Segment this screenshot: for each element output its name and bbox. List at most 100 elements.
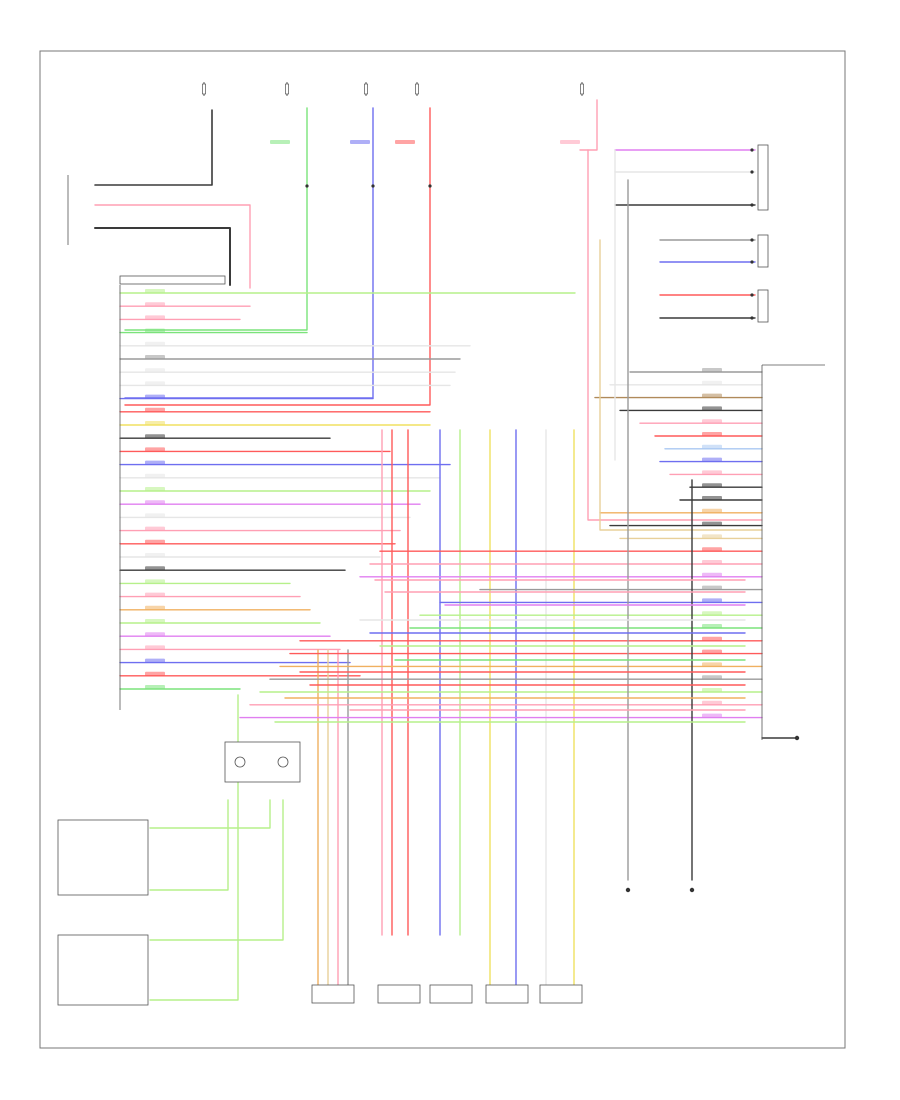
wire-color-tag xyxy=(145,355,165,359)
fuse-symbol xyxy=(580,83,584,95)
tilt-meter-connector xyxy=(311,984,355,1004)
wire-color-tag xyxy=(145,368,165,373)
wire-color-tag xyxy=(145,513,165,518)
wire-color-tag xyxy=(702,572,722,577)
wire-color-tag xyxy=(145,447,165,452)
speaker-terminal xyxy=(750,148,754,152)
wire-color-tag xyxy=(702,380,722,385)
wire-color-tag xyxy=(350,140,370,144)
right-component-box xyxy=(757,144,769,211)
wire-color-tag xyxy=(702,432,722,436)
wire-color-tag xyxy=(702,496,722,500)
inline-connector-dot xyxy=(305,184,309,188)
inline-connector-dot xyxy=(428,184,432,188)
wire-color-tag xyxy=(702,611,722,616)
ground-point xyxy=(625,887,631,893)
ground-feed-wire xyxy=(94,109,213,186)
right-remote-control-switch xyxy=(57,819,149,896)
wire-color-tag xyxy=(702,368,722,372)
fuse-symbol xyxy=(364,83,368,95)
wire-color-tag xyxy=(702,470,722,475)
wire-color-tag xyxy=(145,421,165,425)
wire-color-tag xyxy=(702,444,722,449)
wire-color-tag xyxy=(145,671,165,676)
speaker-connector xyxy=(429,984,473,1004)
speaker-terminal xyxy=(750,238,754,242)
wire-color-tag xyxy=(702,547,722,552)
wire-color-tag xyxy=(702,457,722,462)
ground-symbol xyxy=(794,735,800,741)
wire-harness xyxy=(94,99,796,1001)
wire-color-tag xyxy=(702,675,722,680)
speaker-terminal xyxy=(750,260,754,264)
wire-color-tag xyxy=(145,658,165,663)
right-vertical-pink xyxy=(587,149,763,521)
wire-color-tag xyxy=(702,560,722,564)
wire-color-tag xyxy=(145,592,165,597)
wire-color-tag xyxy=(702,585,722,590)
radio-connector-header xyxy=(119,275,226,285)
steering-wire-1 xyxy=(149,799,271,829)
components xyxy=(57,82,825,1006)
fuse-symbol xyxy=(415,83,419,95)
clock-spring-left xyxy=(234,756,246,768)
power-feed-green xyxy=(124,107,308,331)
wire-color-tag xyxy=(702,406,722,411)
wire-color-tag xyxy=(145,328,165,333)
wire-color-tag xyxy=(145,526,165,531)
speaker-terminal xyxy=(750,203,754,207)
wire-color-tag xyxy=(145,473,165,478)
wire-color-tag xyxy=(560,140,580,144)
wire-color-tag xyxy=(702,598,722,603)
clock-spring-right xyxy=(277,756,289,768)
wire-color-tag xyxy=(145,645,165,650)
wire-color-tag xyxy=(145,566,165,571)
wire-color-tag xyxy=(145,500,165,505)
wire-color-tag xyxy=(145,394,165,399)
fuse-symbol xyxy=(202,83,206,95)
speaker-connector xyxy=(539,984,583,1004)
wire-color-tag xyxy=(702,713,722,718)
wire-color-tag xyxy=(702,662,722,667)
antenna-wire-black xyxy=(94,227,231,286)
wire-color-tag xyxy=(702,508,722,513)
fuse-symbol xyxy=(285,83,289,95)
steering-wire-2 xyxy=(149,799,284,941)
power-feed-blue xyxy=(124,107,374,399)
wire-color-tag xyxy=(145,460,165,465)
wire-color-tag xyxy=(702,534,722,539)
wire-color-tag xyxy=(702,636,722,641)
wire-color-tag xyxy=(702,393,722,398)
wire-color-tag xyxy=(145,605,165,610)
wire-color-tag xyxy=(145,553,165,557)
wire-color-tag xyxy=(702,624,722,628)
wire-color-tag xyxy=(145,579,165,584)
wire-color-tag xyxy=(702,700,722,705)
wire-color-tag xyxy=(145,341,165,346)
wire-color-tag xyxy=(702,688,722,692)
right-vertical-tan xyxy=(599,239,763,531)
speaker-terminal xyxy=(750,316,754,320)
wire-color-tag xyxy=(145,685,165,689)
wire-color-tag xyxy=(145,632,165,637)
inline-connector-dot xyxy=(371,184,375,188)
wire-color-tag xyxy=(145,487,165,491)
wire-color-tag xyxy=(145,302,165,307)
wire-color-tag xyxy=(145,289,165,293)
steering-wire-3 xyxy=(149,694,239,1001)
ground-point xyxy=(689,887,695,893)
speaker-terminal xyxy=(750,170,754,174)
right-front-door-speaker xyxy=(757,289,769,323)
wire-color-tag xyxy=(145,407,165,412)
wire-color-tag xyxy=(702,483,722,488)
wire-color-tag xyxy=(702,419,722,424)
diagram-frame xyxy=(39,50,846,1049)
wire-color-tag xyxy=(145,539,165,544)
power-feed-pink xyxy=(579,99,598,151)
speaker-terminal xyxy=(750,293,754,297)
wire-color-tag xyxy=(395,140,415,144)
wire-color-tag xyxy=(145,619,165,623)
left-remote-control-switch xyxy=(57,934,149,1006)
wire-color-tag xyxy=(270,140,290,144)
speaker-connector xyxy=(485,984,529,1004)
